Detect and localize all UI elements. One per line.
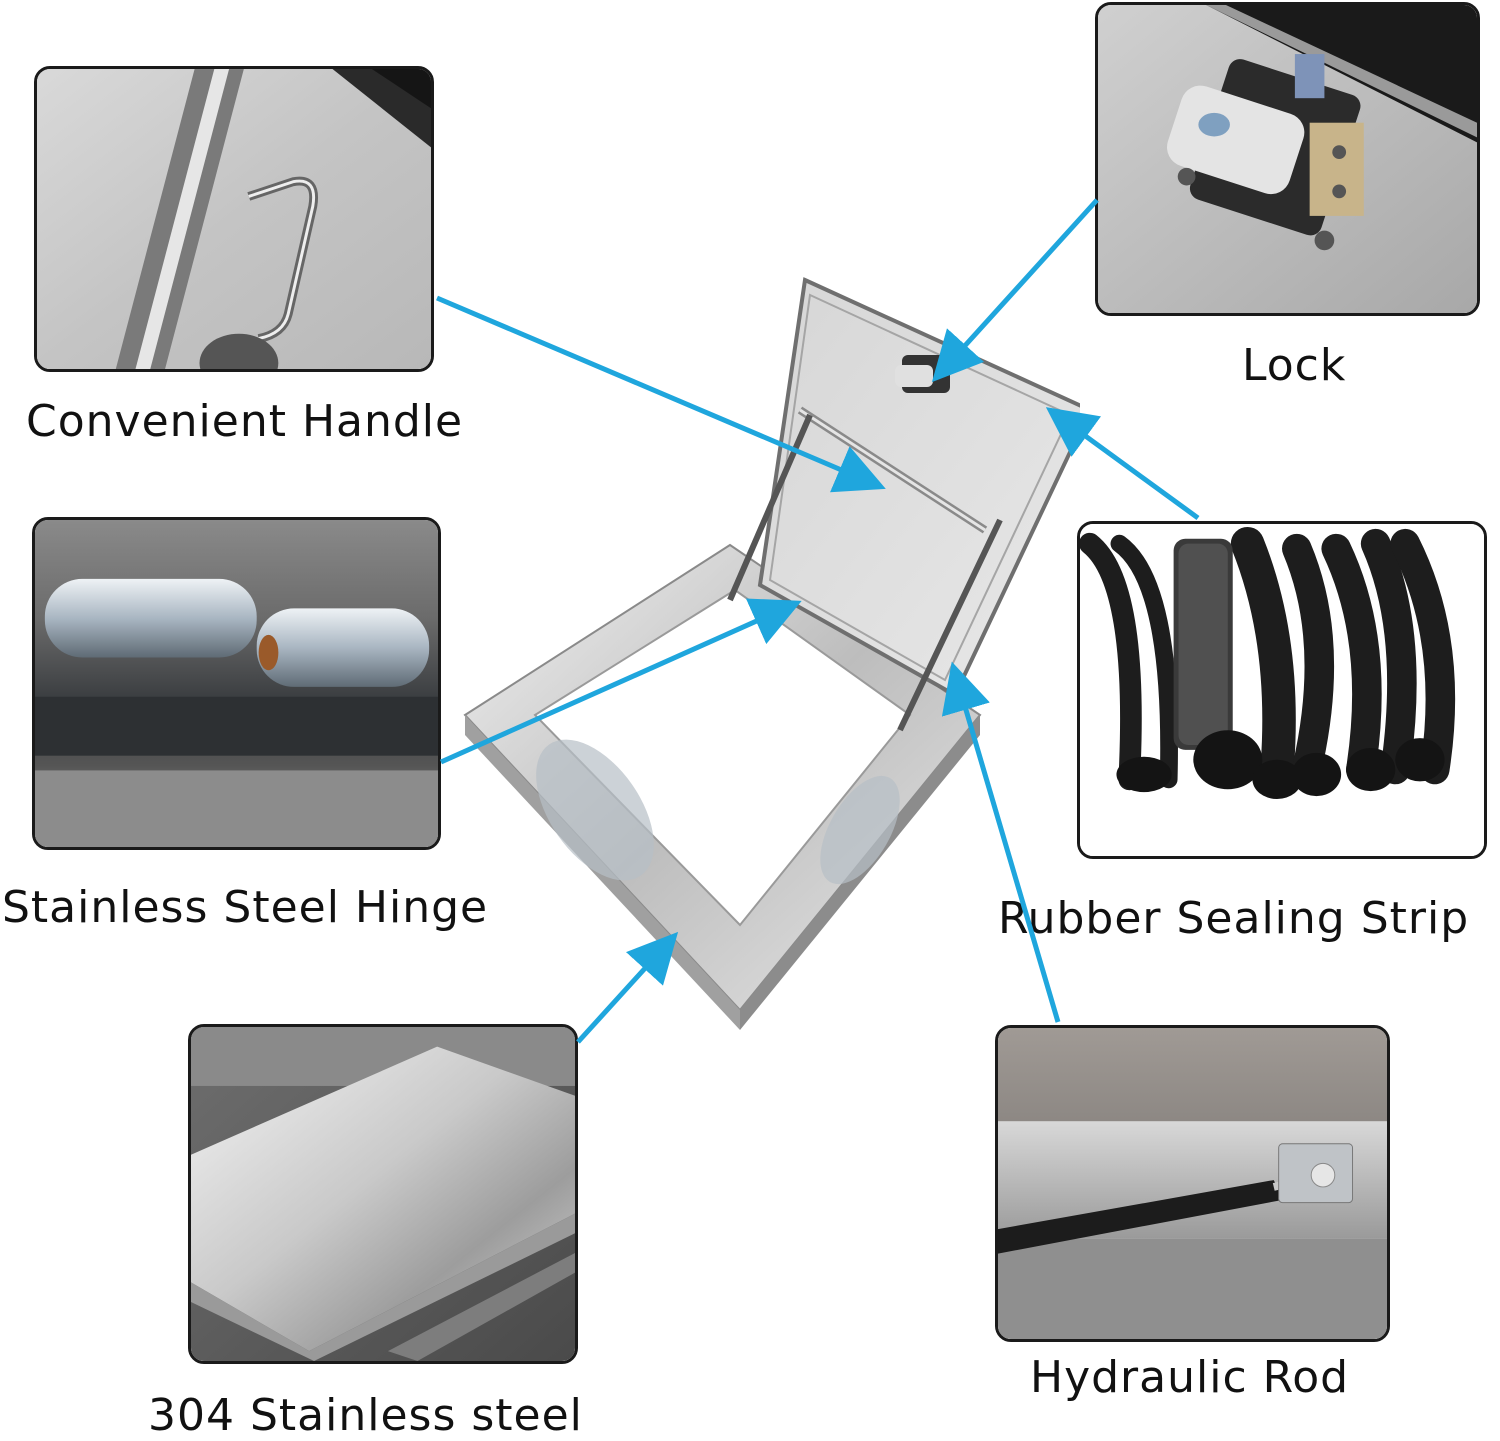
hydraulic-rod-photo: [998, 1028, 1387, 1339]
hinge-closeup-photo: [35, 520, 438, 847]
steel-label: 304 Stainless steel: [148, 1390, 583, 1441]
lock-closeup-photo: [1098, 5, 1477, 313]
hinge-photo-panel: [32, 517, 441, 850]
rod-photo-panel: [995, 1025, 1390, 1342]
hinge-label: Stainless Steel Hinge: [2, 882, 489, 933]
rod-label: Hydraulic Rod: [1030, 1352, 1350, 1403]
seal-label: Rubber Sealing Strip: [998, 893, 1470, 944]
steel-photo-panel: [188, 1024, 578, 1364]
seal-photo-panel: [1077, 521, 1487, 859]
access-hatch-image: [440, 270, 1093, 1030]
lock-photo-panel: [1095, 2, 1480, 316]
lock-label: Lock: [1242, 340, 1347, 391]
rubber-strip-photo: [1080, 524, 1484, 856]
access-hatch-photo: [463, 277, 1093, 1030]
steel-sheet-photo: [191, 1027, 575, 1361]
handle-closeup-photo: [37, 69, 431, 369]
handle-label: Convenient Handle: [26, 396, 464, 447]
handle-photo-panel: [34, 66, 434, 372]
